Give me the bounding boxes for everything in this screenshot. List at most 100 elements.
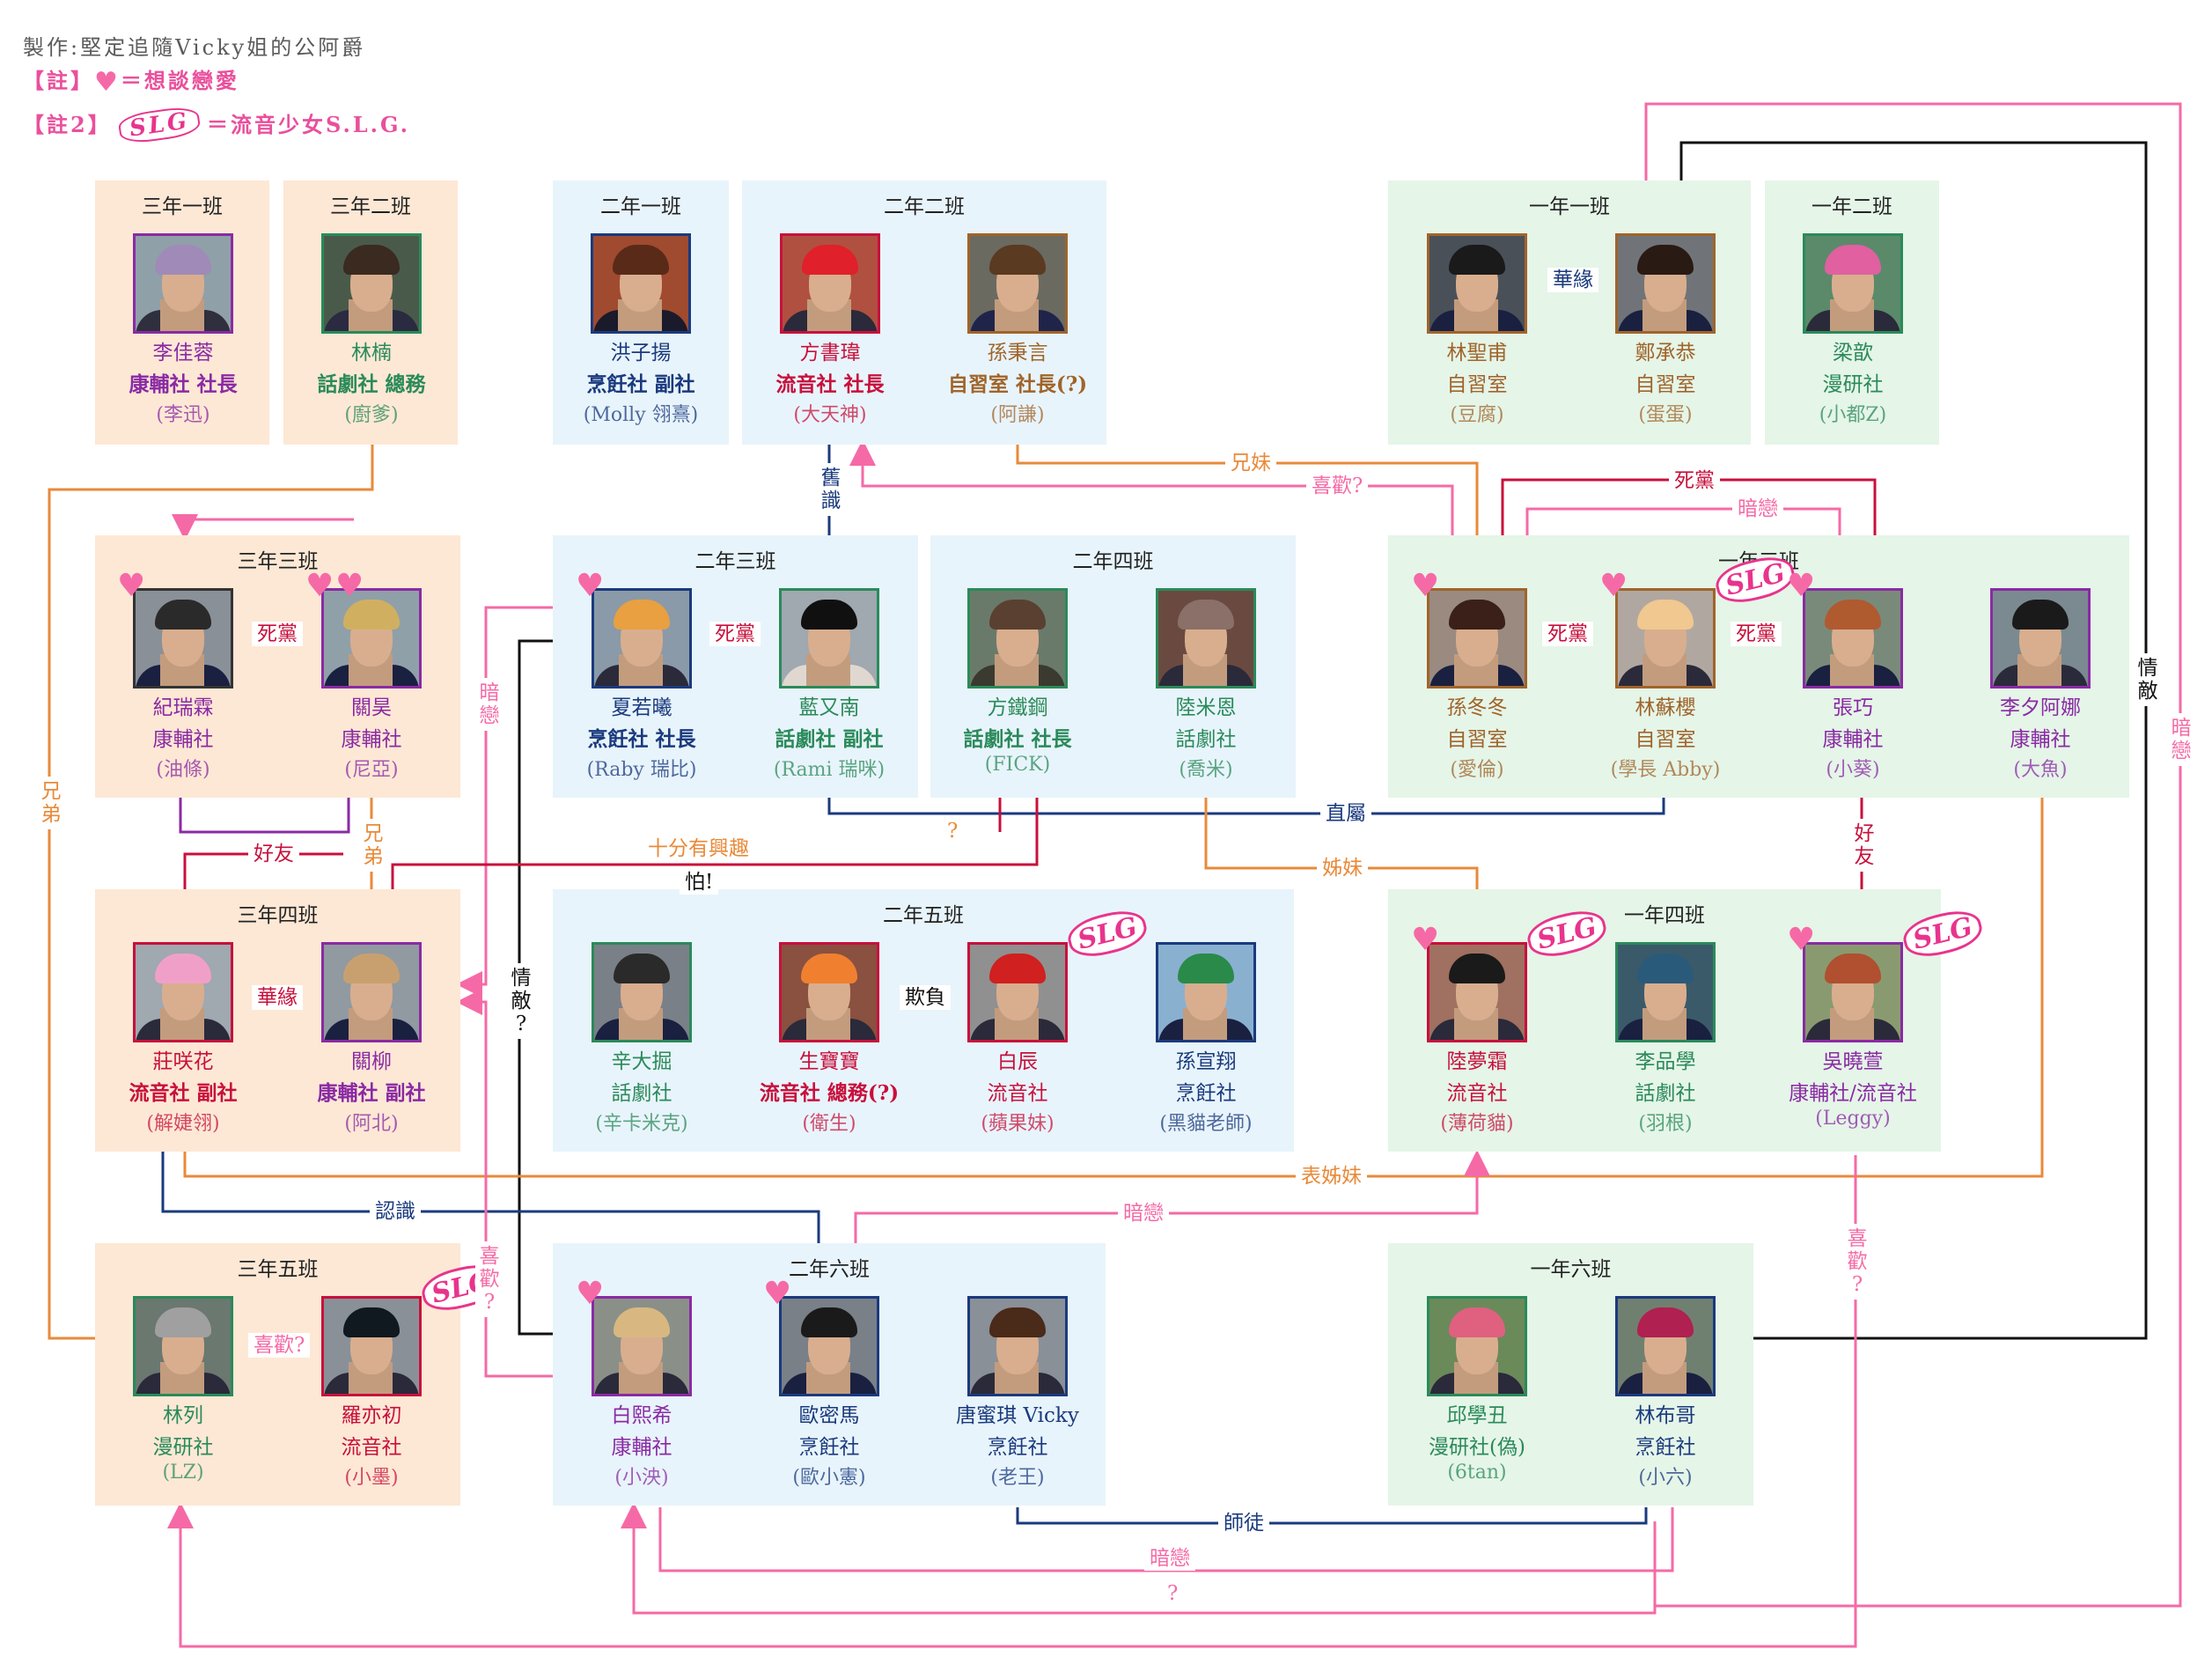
student-card[interactable]: 孫宣翔烹飪社(黑貓老師) bbox=[1113, 933, 1298, 1197]
class-box-f14: 一年四班 陸夢霜流音社(薄荷貓)♥SLG 李品學話劇社(羽根) 吳曉萱康輔社/流… bbox=[1388, 889, 1987, 1152]
student-card[interactable]: 林楠話劇社 總務(廚爹) bbox=[279, 225, 464, 489]
avatar bbox=[967, 588, 1068, 689]
relation-label: ? bbox=[942, 819, 964, 843]
student-nickname: (小泱) bbox=[614, 1467, 669, 1489]
student-card[interactable]: 夏若曦烹飪社 社長(Raby 瑞比)♥ bbox=[549, 571, 734, 843]
relation-label: 華緣 bbox=[1547, 268, 1598, 292]
student-card[interactable]: 歐密馬烹飪社(歐小憲)♥ bbox=[737, 1278, 922, 1551]
student-club: 烹飪社 bbox=[987, 1436, 1048, 1459]
relation-char: 喜 bbox=[1847, 1227, 1868, 1250]
student-nickname: (大魚) bbox=[2013, 759, 2068, 781]
student-card[interactable]: 孫冬冬自習室(愛倫)♥ bbox=[1385, 571, 1569, 843]
student-name: 李夕阿娜 bbox=[2000, 696, 2081, 719]
student-card[interactable]: 梁歆漫研社(小都Z) bbox=[1760, 225, 1945, 489]
student-card[interactable]: 莊咲花流音社 副社(解婕翎) bbox=[91, 933, 276, 1197]
student-name: 辛大掘 bbox=[611, 1050, 672, 1073]
student-club: 烹飪社 bbox=[1175, 1082, 1237, 1105]
student-name: 林聖甫 bbox=[1446, 342, 1508, 365]
relation-char: 識 bbox=[820, 490, 841, 512]
relation-label: 喜歡? bbox=[1306, 474, 1369, 498]
relation-label: 死黨 bbox=[1669, 468, 1720, 493]
student-card[interactable]: 孫秉言自習室 社長(?)(阿謙) bbox=[925, 225, 1110, 489]
relation-label: 華緣 bbox=[252, 985, 303, 1010]
student-card[interactable]: 邱學丑漫研社(偽)(6tan) bbox=[1385, 1287, 1569, 1551]
class-label: 三年三班 bbox=[237, 550, 319, 573]
class-label: 二年一班 bbox=[600, 195, 681, 218]
student-card[interactable]: 林布哥烹飪社(小六) bbox=[1573, 1287, 1758, 1551]
student-card[interactable]: 林聖甫自習室(豆腐) bbox=[1385, 225, 1569, 489]
student-card[interactable]: 張巧康輔社(小葵)♥ bbox=[1760, 571, 1945, 843]
student-card[interactable]: 藍又南話劇社 副社(Rami 瑞咪) bbox=[737, 579, 922, 843]
student-club: 康輔社 bbox=[2010, 728, 2071, 751]
avatar bbox=[321, 1296, 422, 1396]
student-nickname: (油條) bbox=[156, 759, 210, 781]
student-nickname: (尼亞) bbox=[344, 759, 399, 781]
student-club: 自習室 bbox=[1446, 728, 1508, 751]
student-club: 康輔社/流音社 bbox=[1789, 1082, 1917, 1105]
student-card[interactable]: 生寶寶流音社 總務(?)(衛生) bbox=[737, 933, 922, 1197]
note2-prefix: 【註2】 bbox=[23, 112, 112, 137]
student-club: 康輔社 bbox=[341, 728, 402, 751]
heart-icon: ♥ bbox=[1787, 922, 1816, 958]
avatar bbox=[967, 233, 1068, 334]
student-card[interactable]: 羅亦初流音社(小墨)SLG bbox=[279, 1258, 505, 1551]
student-card[interactable]: 李品學話劇社(羽根) bbox=[1573, 933, 1758, 1197]
wire-navy-direct bbox=[827, 798, 1665, 815]
student-card[interactable]: 辛大掘話劇社(辛卡米克) bbox=[549, 933, 734, 1197]
student-club: 康輔社 bbox=[611, 1436, 672, 1459]
student-nickname: (LZ) bbox=[162, 1462, 204, 1484]
student-card[interactable]: 李佳蓉康輔社 社長(李迅) bbox=[91, 225, 276, 489]
class-box-f16: 一年六班 邱學丑漫研社(偽)(6tan) 林布哥烹飪社(小六) bbox=[1388, 1243, 1753, 1506]
student-card[interactable]: 陸米恩話劇社(喬米) bbox=[1113, 579, 1298, 843]
student-card[interactable]: 鄭承恭自習室(蛋蛋) bbox=[1573, 225, 1758, 489]
avatar bbox=[780, 233, 880, 334]
student-card[interactable]: 白熙希康輔社(小泱)♥ bbox=[549, 1278, 734, 1551]
student-card[interactable]: 方書瑋流音社 社長(大天神) bbox=[738, 225, 922, 489]
student-card[interactable]: 方鐵鋼話劇社 社長(FICK) bbox=[925, 579, 1110, 843]
student-card[interactable]: 關柳康輔社 副社(阿北) bbox=[279, 933, 464, 1197]
relation-label: 死黨 bbox=[1542, 622, 1593, 646]
student-name: 張巧 bbox=[1833, 696, 1873, 719]
relation-char: 暗 bbox=[2171, 717, 2192, 740]
class-box-s33: 三年三班 紀瑞霖康輔社(油條)♥ 關昊康輔社(尼亞)♥♥ bbox=[95, 535, 460, 798]
avatar bbox=[1615, 588, 1716, 689]
avatar bbox=[1615, 233, 1716, 334]
student-card[interactable]: 陸夢霜流音社(薄荷貓)♥SLG bbox=[1385, 904, 1611, 1197]
student-club: 自習室 bbox=[1635, 728, 1696, 751]
relation-label: 情敵 bbox=[2134, 653, 2162, 706]
relation-char: 兄 bbox=[363, 822, 384, 845]
student-nickname: (豆腐) bbox=[1450, 404, 1504, 426]
student-card[interactable]: 白辰流音社(蘋果妹)SLG bbox=[925, 904, 1151, 1197]
avatar bbox=[321, 588, 422, 689]
student-nickname: (愛倫) bbox=[1450, 759, 1504, 781]
note1-prefix: 【註】 bbox=[23, 68, 94, 93]
relation-label: 暗戀 bbox=[1144, 1546, 1195, 1571]
student-nickname: (黑貓老師) bbox=[1159, 1113, 1253, 1135]
student-club: 烹飪社 bbox=[1635, 1436, 1696, 1459]
avatar bbox=[779, 942, 879, 1042]
avatar bbox=[1615, 942, 1716, 1042]
student-card[interactable]: 林列漫研社(LZ) bbox=[91, 1287, 276, 1551]
student-name: 陸米恩 bbox=[1175, 696, 1237, 719]
heart-icon: ♥ bbox=[1599, 568, 1628, 604]
student-name: 關昊 bbox=[351, 696, 392, 719]
student-nickname: (衛生) bbox=[802, 1113, 856, 1135]
student-card[interactable]: 洪子揚烹飪社 副社(Molly 翎熹) bbox=[548, 225, 733, 489]
student-name: 邱學丑 bbox=[1446, 1404, 1508, 1427]
student-card[interactable]: 關昊康輔社(尼亞)♥♥ bbox=[279, 571, 464, 843]
student-card[interactable]: 紀瑞霖康輔社(油條)♥ bbox=[91, 571, 276, 843]
relation-label: 直屬 bbox=[1320, 801, 1371, 826]
relation-char: 好 bbox=[1854, 822, 1875, 845]
student-card[interactable]: 林蘇櫻自習室(學長 Abby)♥SLG bbox=[1573, 550, 1799, 843]
student-club: 漫研社 bbox=[1822, 373, 1884, 396]
heart-icon: ♥ bbox=[305, 568, 334, 604]
relation-label: 兄弟 bbox=[37, 777, 65, 829]
student-club: 漫研社 bbox=[152, 1436, 214, 1459]
student-card[interactable]: 李夕阿娜康輔社 (大魚) bbox=[1948, 579, 2133, 843]
avatar bbox=[1803, 233, 1903, 334]
student-card[interactable]: 吳曉萱康輔社/流音社(Leggy)♥SLG bbox=[1760, 904, 1987, 1197]
class-box-j25: 二年五班 辛大掘話劇社(辛卡米克) 生寶寶流音社 總務(?)(衛生) 白辰流音社… bbox=[553, 889, 1294, 1152]
student-name: 林楠 bbox=[351, 342, 392, 365]
relation-char: 友 bbox=[1854, 845, 1875, 868]
